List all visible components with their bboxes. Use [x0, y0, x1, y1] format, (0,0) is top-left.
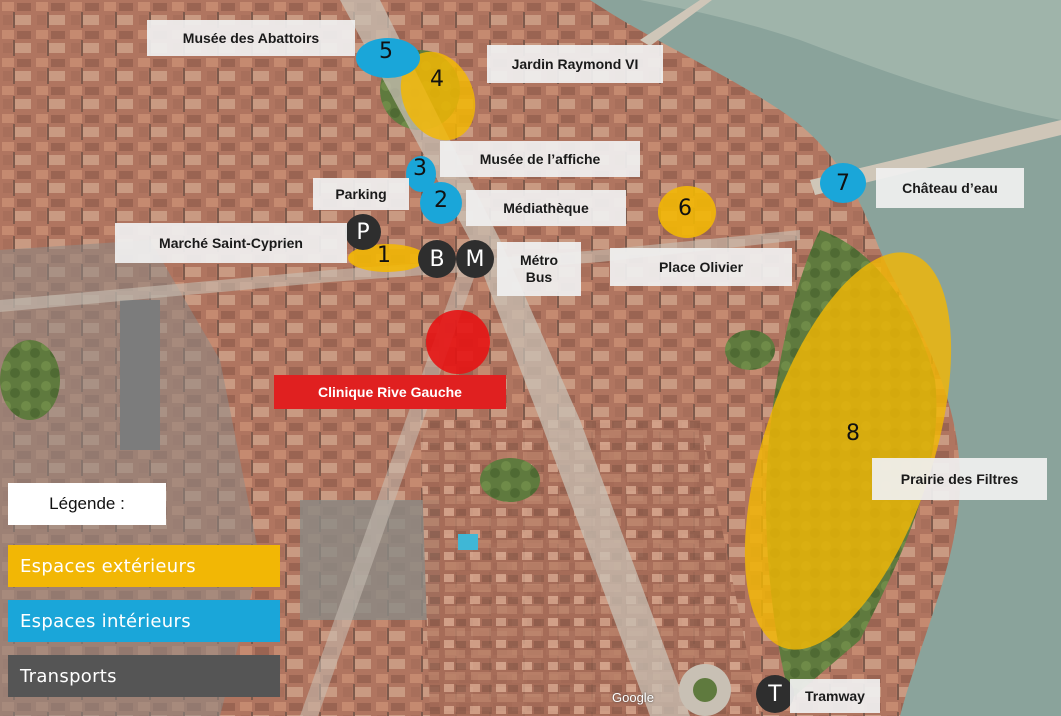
marker-4: 4 — [430, 66, 444, 92]
zone-chateau-eau[interactable] — [820, 163, 866, 203]
label-marche: Marché Saint-Cyprien — [115, 223, 347, 263]
label-metro-bus: Métro Bus — [497, 242, 581, 296]
legend-interior: Espaces intérieurs — [8, 600, 280, 642]
label-tramway: Tramway — [790, 679, 880, 713]
zone-mediatheque[interactable] — [420, 182, 462, 224]
label-jardin-raymond: Jardin Raymond VI — [487, 45, 663, 83]
marker-6: 6 — [678, 195, 692, 221]
clinic-marker[interactable] — [426, 310, 490, 374]
label-musee-affiche: Musée de l’affiche — [440, 141, 640, 177]
marker-7: 7 — [836, 170, 850, 196]
label-place-olivier: Place Olivier — [610, 248, 792, 286]
marker-2: 2 — [434, 187, 448, 213]
tram-marker[interactable]: T — [756, 675, 794, 713]
label-mediatheque: Médiathèque — [466, 190, 626, 226]
google-attribution: Google — [612, 690, 654, 705]
label-clinique: Clinique Rive Gauche — [274, 375, 506, 409]
metro-marker[interactable]: M — [456, 240, 494, 278]
marker-5: 5 — [379, 38, 393, 64]
marker-8: 8 — [846, 420, 860, 446]
zone-musee-abattoirs[interactable] — [356, 38, 420, 78]
legend-transport: Transports — [8, 655, 280, 697]
label-parking: Parking — [313, 178, 409, 210]
legend-exterior: Espaces extérieurs — [8, 545, 280, 587]
bus-marker[interactable]: B — [418, 240, 456, 278]
label-chateau-eau: Château d’eau — [876, 168, 1024, 208]
parking-marker[interactable]: P — [345, 214, 381, 250]
legend-title: Légende : — [8, 483, 166, 525]
marker-1: 1 — [377, 242, 391, 268]
zone-place-olivier[interactable] — [658, 186, 716, 238]
label-prairie: Prairie des Filtres — [872, 458, 1047, 500]
label-musee-abattoirs: Musée des Abattoirs — [147, 20, 355, 56]
marker-3: 3 — [413, 155, 427, 181]
